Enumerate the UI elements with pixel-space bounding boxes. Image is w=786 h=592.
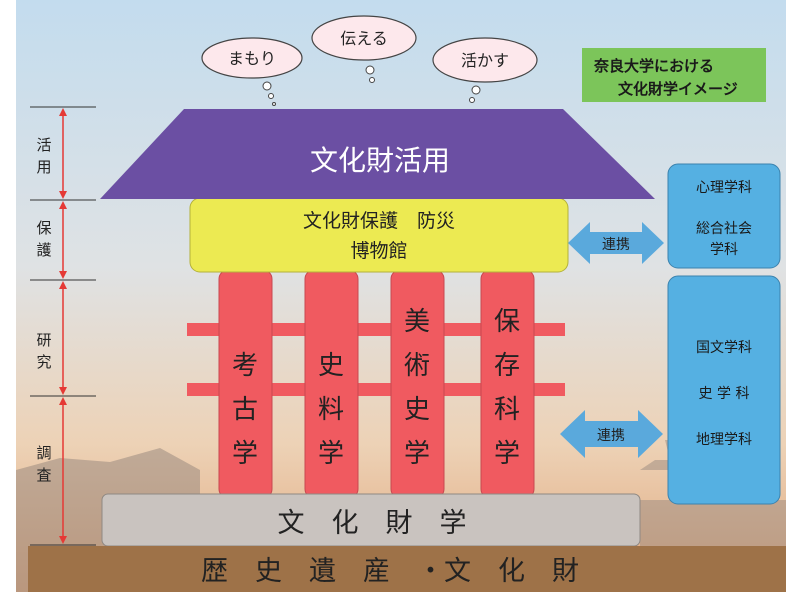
- title-line-2: 文化財学イメージ: [618, 80, 738, 98]
- dept-sogo-shakai-2: 学科: [710, 242, 738, 258]
- dept-chiri: 地理学科: [696, 432, 752, 448]
- pillar-char: 美: [404, 307, 430, 337]
- pillar-char: 学: [318, 439, 344, 469]
- cross-rail-upper: [187, 323, 565, 336]
- pillar-char: 保: [494, 307, 520, 337]
- pillar-char: 考: [232, 351, 258, 381]
- pillar-char: 料: [318, 395, 344, 425]
- roof-label: 文化財活用: [310, 144, 450, 177]
- pillar-char: 科: [494, 395, 520, 425]
- label-chosa-2: 査: [36, 466, 51, 484]
- thought-ikasu: 活かす: [461, 51, 509, 70]
- dept-shinri: 心理学科: [696, 180, 752, 196]
- pillar-char: 史: [318, 351, 344, 381]
- stage-guide: [30, 106, 96, 546]
- pillar-char: 古: [232, 395, 258, 425]
- dept-box-upper: [667, 163, 781, 269]
- pillar-char: 存: [494, 351, 520, 381]
- base-label: 文 化 財 学: [278, 508, 467, 539]
- label-chosa-1: 調: [36, 444, 51, 462]
- cross-rail-lower: [187, 383, 565, 396]
- foundation-rekishi-isan: [28, 546, 786, 592]
- label-hogo-1: 保: [36, 219, 51, 237]
- pillar-char: 学: [404, 439, 430, 469]
- thought-cloud-ikasu: [432, 37, 538, 103]
- title-line-1: 奈良大学における: [593, 57, 714, 75]
- thought-mamori: まもり: [228, 49, 276, 68]
- foundation-label: 歴 史 遺 産 ・文 化 財: [201, 556, 579, 587]
- dept-sogo-shakai-1: 総合社会: [696, 221, 752, 237]
- link-label-lower: 連携: [597, 428, 625, 444]
- thought-tsutaeru: 伝える: [340, 29, 388, 48]
- roof-katsuyo: [100, 109, 655, 199]
- thought-cloud-mamori: [201, 37, 303, 106]
- pillar-char: 史: [404, 395, 430, 425]
- dept-shigaku: 史 学 科: [699, 386, 750, 402]
- link-label-upper: 連携: [602, 237, 630, 253]
- beam-line-1: 文化財保護 防災: [303, 210, 455, 232]
- dept-box-lower: [667, 275, 781, 505]
- label-kenkyu-2: 究: [36, 353, 51, 371]
- dept-kokubun: 国文学科: [696, 340, 752, 356]
- thought-cloud-tsutaeru: [311, 15, 417, 83]
- label-hogo-2: 護: [36, 241, 51, 259]
- label-katsuyo-1: 活: [36, 136, 51, 154]
- link-arrow-lower: [560, 410, 663, 458]
- pillar-char: 学: [494, 439, 520, 469]
- beam-line-2: 博物館: [350, 240, 407, 262]
- label-kenkyu-1: 研: [36, 331, 51, 349]
- pillar-char: 学: [232, 439, 258, 469]
- pillar-char: 術: [404, 351, 430, 381]
- link-arrow-upper: [568, 222, 664, 264]
- title-box: [582, 48, 766, 102]
- label-katsuyo-2: 用: [36, 158, 51, 176]
